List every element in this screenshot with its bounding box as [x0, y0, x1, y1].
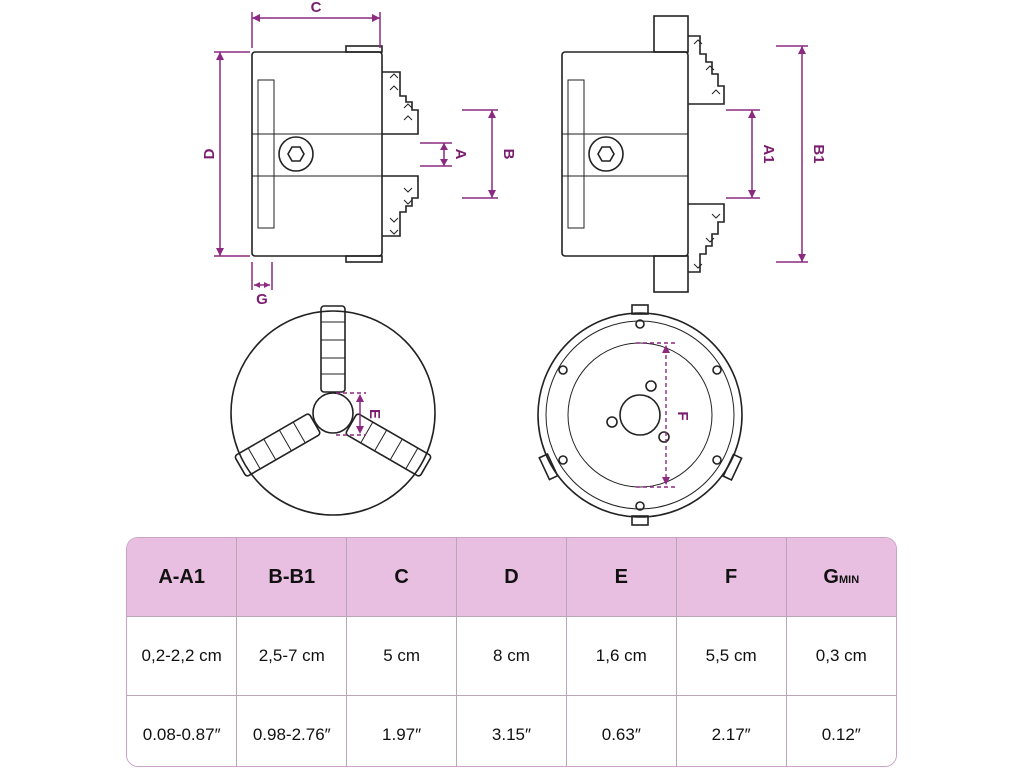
- label-b1: B1: [810, 144, 827, 163]
- table-cell: 0.12″: [786, 695, 896, 766]
- table-row: 0.08-0.87″ 0.98-2.76″ 1.97″ 3.15″ 0.63″ …: [127, 695, 896, 766]
- dimension-c: C: [251, 0, 381, 48]
- header-e: E: [566, 538, 677, 617]
- dimension-a: A: [420, 142, 469, 167]
- header-c: C: [346, 538, 458, 617]
- header-a-a1: A-A1: [127, 538, 238, 617]
- table-cell: 8 cm: [456, 616, 567, 696]
- header-d: D: [456, 538, 567, 617]
- label-b: B: [500, 149, 517, 160]
- side-view-left: [251, 45, 419, 263]
- dimension-f: F: [636, 342, 691, 488]
- back-view: [537, 304, 743, 526]
- table-cell: 0.63″: [566, 695, 677, 766]
- header-g-min: GMIN: [786, 538, 896, 617]
- table-cell: 0,2-2,2 cm: [127, 616, 238, 696]
- label-a: A: [452, 149, 469, 160]
- dimension-a1: A1: [726, 109, 777, 199]
- table-cell: 2,5-7 cm: [236, 616, 348, 696]
- table-cell: 0.08-0.87″: [127, 695, 238, 766]
- header-g-subscript: MIN: [838, 573, 860, 586]
- table-cell: 5 cm: [346, 616, 458, 696]
- table-cell: 0,3 cm: [786, 616, 896, 696]
- table-cell: 1.97″: [346, 695, 458, 766]
- label-a1: A1: [760, 144, 777, 163]
- front-view: [230, 305, 436, 516]
- dimension-b: B: [462, 109, 517, 199]
- dimension-g: G: [251, 262, 273, 308]
- spec-table: A-A1 B-B1 C D E F GMIN 0,2-2,2 cm 2,5-7 …: [126, 537, 897, 767]
- table-cell: 1,6 cm: [566, 616, 677, 696]
- label-d: D: [201, 148, 218, 159]
- table-header-row: A-A1 B-B1 C D E F GMIN: [127, 538, 896, 617]
- dimension-e: E: [336, 392, 383, 436]
- label-e: E: [366, 409, 383, 419]
- label-c: C: [311, 0, 322, 16]
- table-cell: 2.17″: [676, 695, 787, 766]
- header-f: F: [676, 538, 787, 617]
- side-view-right: [561, 15, 725, 293]
- label-f: F: [674, 411, 691, 420]
- technical-drawing: C D G A B: [201, 0, 827, 526]
- dimension-d: D: [201, 51, 250, 257]
- table-row: 0,2-2,2 cm 2,5-7 cm 5 cm 8 cm 1,6 cm 5,5…: [127, 616, 896, 696]
- table-cell: 5,5 cm: [676, 616, 787, 696]
- dimension-b1: B1: [776, 45, 827, 263]
- header-b-b1: B-B1: [236, 538, 348, 617]
- label-g: G: [256, 291, 268, 308]
- table-cell: 0.98-2.76″: [236, 695, 348, 766]
- table-cell: 3.15″: [456, 695, 567, 766]
